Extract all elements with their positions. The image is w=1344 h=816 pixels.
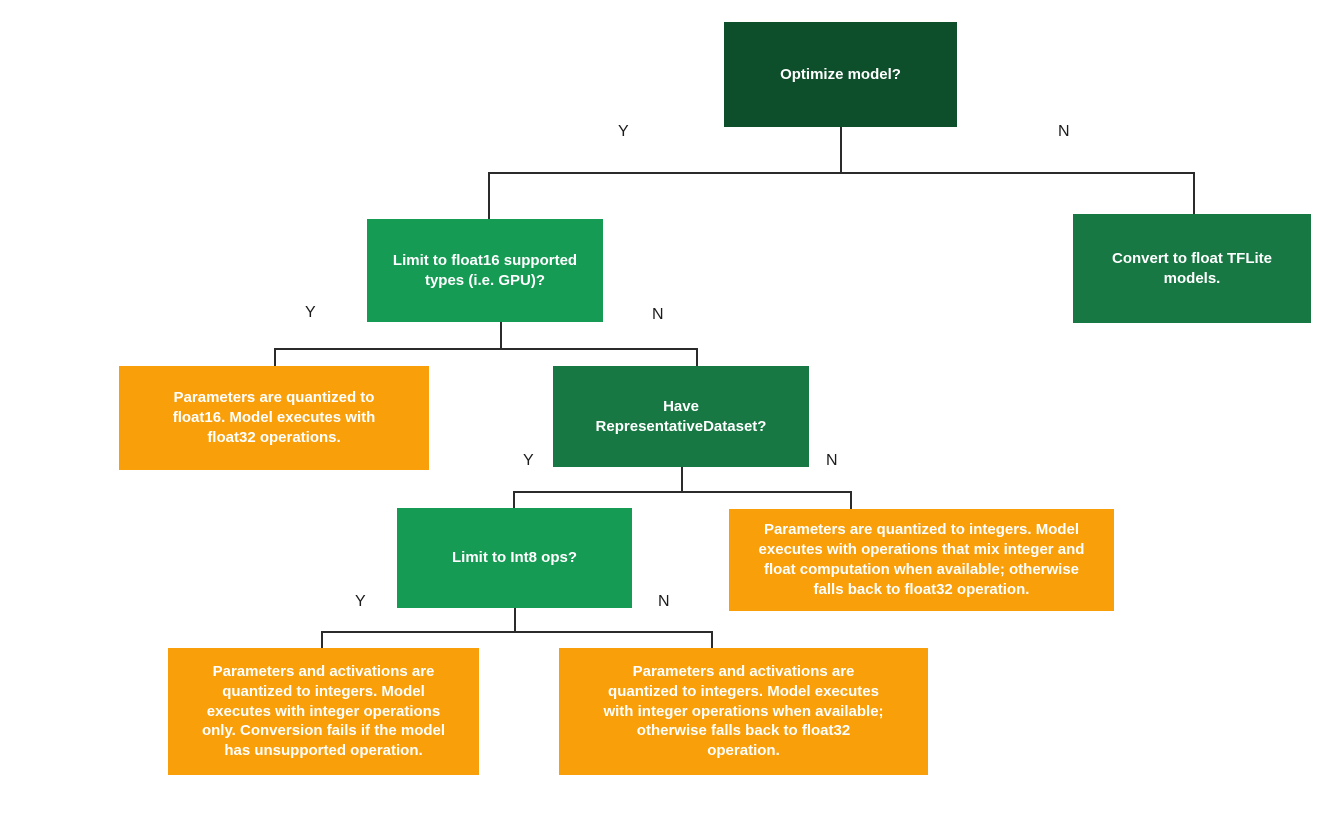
connector-optimize-no <box>1193 172 1195 214</box>
connector-optimize-bus <box>488 172 1194 174</box>
node-result-float16[interactable]: Parameters are quantized to float16. Mod… <box>119 366 429 470</box>
node-result-int8-only[interactable]: Parameters and activations are quantized… <box>168 648 479 775</box>
connector-int8-stem <box>514 608 516 632</box>
connector-optimize-yes <box>488 172 490 219</box>
connector-dataset-yes <box>513 491 515 508</box>
connector-dataset-no <box>850 491 852 509</box>
connector-optimize-stem <box>840 127 842 173</box>
node-convert-float-tflite[interactable]: Convert to float TFLite models. <box>1073 214 1311 323</box>
edge-label-optimize-no: N <box>1058 123 1070 140</box>
connector-dataset-bus <box>513 491 851 493</box>
node-limit-float16[interactable]: Limit to float16 supported types (i.e. G… <box>367 219 603 322</box>
edge-label-float16-no: N <box>652 306 664 323</box>
edge-label-int8-no: N <box>658 593 670 610</box>
connector-int8-yes <box>321 631 323 648</box>
edge-label-float16-yes: Y <box>305 304 316 321</box>
connector-int8-bus <box>321 631 712 633</box>
connector-float16-yes <box>274 348 276 367</box>
node-have-representative-dataset[interactable]: Have RepresentativeDataset? <box>553 366 809 467</box>
node-optimize-model[interactable]: Optimize model? <box>724 22 957 127</box>
edge-label-int8-yes: Y <box>355 593 366 610</box>
connector-float16-bus <box>274 348 697 350</box>
connector-float16-stem <box>500 322 502 349</box>
edge-label-dataset-no: N <box>826 452 838 469</box>
edge-label-dataset-yes: Y <box>523 452 534 469</box>
node-limit-int8-ops[interactable]: Limit to Int8 ops? <box>397 508 632 608</box>
node-result-int8-fallback[interactable]: Parameters and activations are quantized… <box>559 648 928 775</box>
connector-dataset-stem <box>681 467 683 492</box>
node-result-dynamic-range[interactable]: Parameters are quantized to integers. Mo… <box>729 509 1114 611</box>
connector-int8-no <box>711 631 713 648</box>
edge-label-optimize-yes: Y <box>618 123 629 140</box>
connector-float16-no <box>696 348 698 366</box>
